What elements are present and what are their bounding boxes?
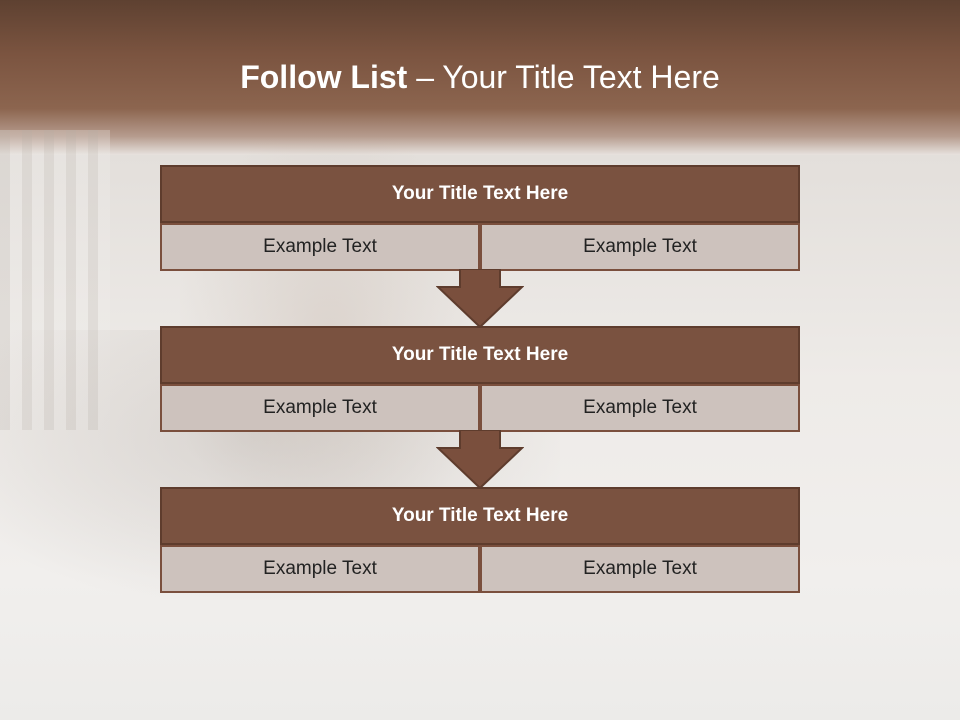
block-right-cell: Example Text bbox=[480, 545, 800, 593]
down-arrow-icon bbox=[436, 430, 524, 490]
block-title: Your Title Text Here bbox=[160, 326, 800, 384]
block-left-cell: Example Text bbox=[160, 384, 480, 432]
background-curtain-stripes bbox=[0, 130, 110, 430]
down-arrow-icon bbox=[436, 269, 524, 329]
block-left-cell: Example Text bbox=[160, 545, 480, 593]
slide-title: Follow List – Your Title Text Here bbox=[0, 55, 960, 99]
list-block-1: Your Title Text Here Example Text Exampl… bbox=[160, 165, 800, 271]
block-title: Your Title Text Here bbox=[160, 165, 800, 223]
block-right-cell: Example Text bbox=[480, 223, 800, 271]
block-title: Your Title Text Here bbox=[160, 487, 800, 545]
list-block-3: Your Title Text Here Example Text Exampl… bbox=[160, 487, 800, 593]
header-band bbox=[0, 0, 960, 155]
slide-title-bold: Follow List bbox=[240, 59, 408, 95]
list-block-2: Your Title Text Here Example Text Exampl… bbox=[160, 326, 800, 432]
block-left-cell: Example Text bbox=[160, 223, 480, 271]
block-right-cell: Example Text bbox=[480, 384, 800, 432]
slide-title-rest: – Your Title Text Here bbox=[407, 59, 720, 95]
